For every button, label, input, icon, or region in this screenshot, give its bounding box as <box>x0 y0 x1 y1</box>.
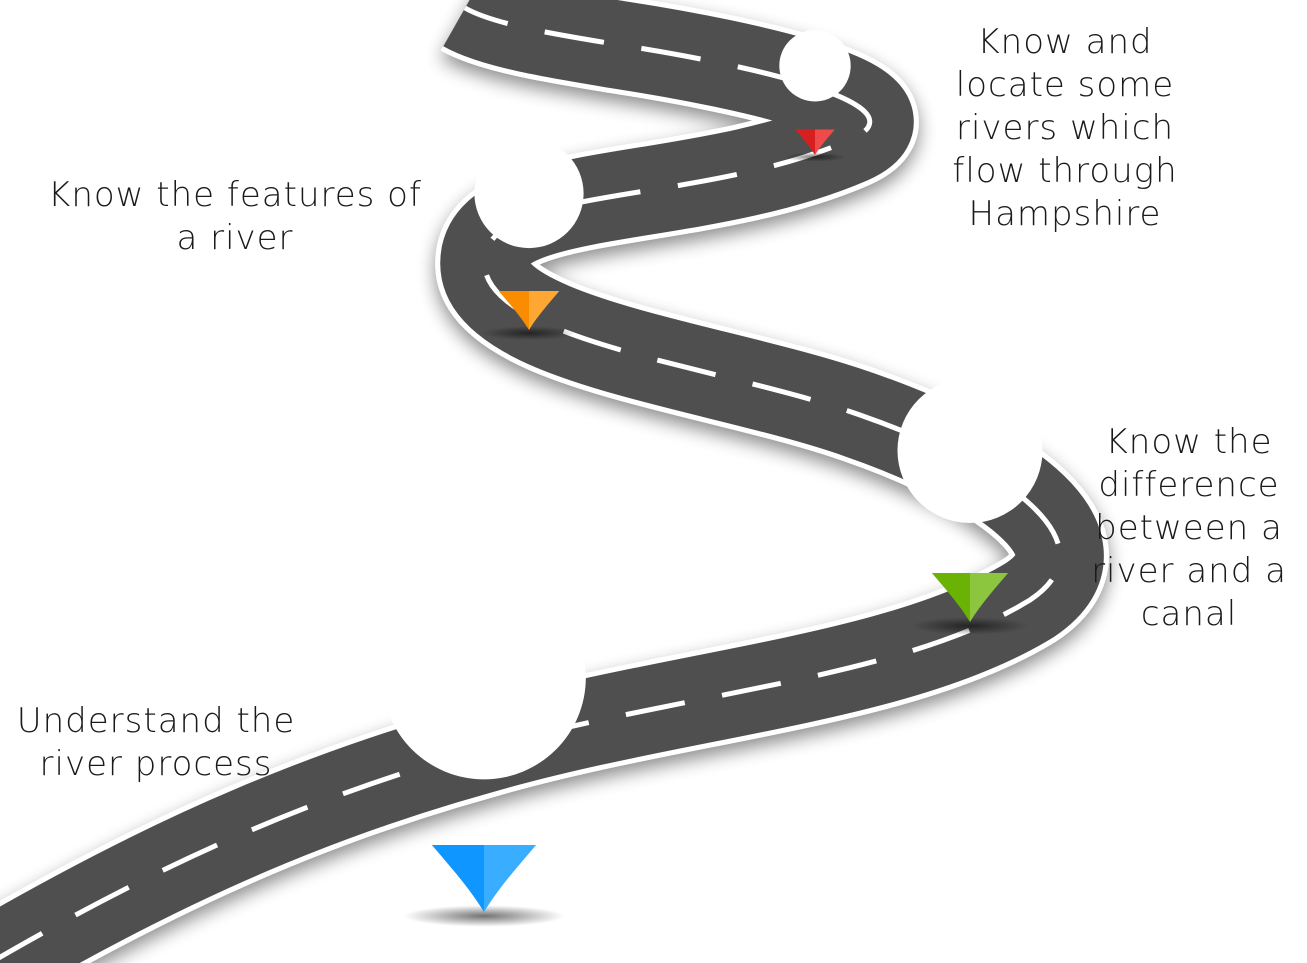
pin-inner-circle <box>897 377 1043 524</box>
pin-left-half <box>498 291 529 330</box>
pin-shadow <box>482 326 576 341</box>
milestone-label-river-vs-canal: Know the difference between a river and … <box>1091 422 1287 634</box>
milestone-label-rivers-hampshire: Know and locate some rivers which flow t… <box>952 22 1178 234</box>
milestone-label-river-features: Know the features of a river <box>48 175 422 258</box>
pin-right-half <box>529 291 560 330</box>
green-map-pin-icon <box>897 377 1043 635</box>
milestone-label-river-process: Understand the river process <box>16 701 296 784</box>
pin-inner-circle <box>382 575 586 780</box>
pin-right-half <box>815 129 835 155</box>
pin-left-half <box>431 844 484 912</box>
orange-map-pin-icon <box>474 138 584 341</box>
pin-inner-circle <box>779 30 851 102</box>
pin-left-half <box>931 572 970 622</box>
red-map-pin-icon <box>779 30 851 162</box>
pin-shadow <box>911 617 1029 635</box>
pin-shadow <box>403 905 565 927</box>
pin-shadow <box>784 152 846 162</box>
pin-right-half <box>484 844 537 912</box>
pin-inner-circle <box>474 138 584 249</box>
blue-map-pin-icon <box>382 575 586 927</box>
pin-left-half <box>795 129 815 155</box>
pin-right-half <box>970 572 1009 622</box>
